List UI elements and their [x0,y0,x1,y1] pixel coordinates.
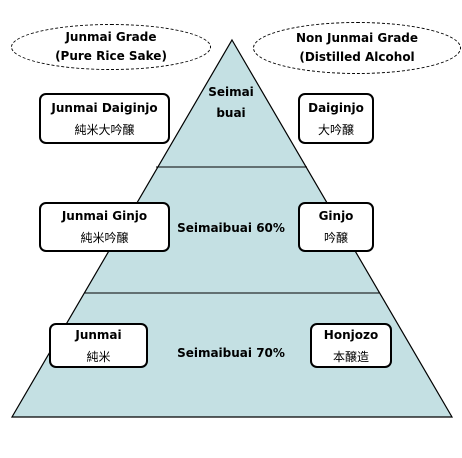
ginjo-label: Ginjo [318,209,354,223]
junmai-ginjo-box: Junmai Ginjo 純米吟醸 [39,202,170,252]
junmai-label: Junmai [75,327,122,342]
junmai-daiginjo-kanji: 純米大吟醸 [74,122,135,137]
tier-bottom-label-line1: Seimaibuai 70% [177,346,285,360]
tier-top-label-line1: Seimai [208,85,254,99]
non-junmai-grade-oval: Non Junmai Grade (Distilled Alcohol [253,22,461,74]
honjozo-kanji: 本醸造 [332,349,369,364]
daiginjo-kanji: 大吟醸 [317,122,354,137]
non-junmai-grade-subtitle: (Distilled Alcohol [299,50,415,64]
junmai-daiginjo-label: Junmai Daiginjo [51,100,158,115]
honjozo-box: Honjozo 本醸造 [310,323,392,368]
junmai-ginjo-label: Junmai Ginjo [61,209,148,223]
tier-top-label-line2: buai [216,106,246,120]
junmai-grade-subtitle: (Pure Rice Sake) [55,49,167,63]
non-junmai-grade-title: Non Junmai Grade [295,31,419,45]
junmai-grade-oval: Junmai Grade (Pure Rice Sake) [11,24,211,70]
daiginjo-box: Daiginjo 大吟醸 [298,93,374,144]
ginjo-kanji: 吟醸 [323,231,348,245]
junmai-daiginjo-box: Junmai Daiginjo 純米大吟醸 [39,93,170,144]
ginjo-box: Ginjo 吟醸 [298,202,374,252]
junmai-grade-title: Junmai Grade [65,30,157,44]
junmai-ginjo-kanji: 純米吟醸 [80,231,129,245]
tier-middle-label: Seimaibuai 60% [176,218,286,239]
tier-middle-label-line1: Seimaibuai 60% [177,221,285,235]
daiginjo-label: Daiginjo [308,100,364,115]
junmai-kanji: 純米 [86,349,111,364]
tier-top-label: Seimai buai [196,82,266,124]
honjozo-label: Honjozo [323,327,379,342]
tier-bottom-label: Seimaibuai 70% [176,343,286,364]
junmai-box: Junmai 純米 [49,323,148,368]
